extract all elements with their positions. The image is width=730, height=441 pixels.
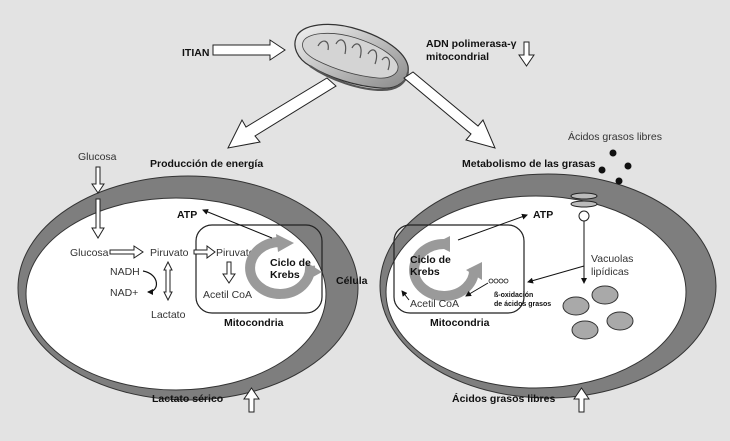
mitocondria-right-label: Mitocondria [430, 317, 490, 329]
krebs-left-line2: Krebs [270, 269, 300, 281]
krebs-left-line1: Ciclo de [270, 257, 311, 269]
itian-label: ITIAN [182, 47, 209, 59]
itian-arrow [212, 39, 286, 61]
acidos-increase-arrow-icon [573, 387, 590, 413]
right-mitochondrion-box [393, 224, 525, 314]
left-krebs-cycle [245, 234, 322, 299]
mitochondrion-illustration [294, 23, 409, 92]
atp-left-label: ATP [177, 209, 197, 221]
beta-ox-line1: ß-oxidación [494, 292, 533, 299]
beta-ox-chain [488, 278, 509, 284]
glucose-in-arrow-1 [91, 166, 105, 194]
piruvato-mito-label: Piruvato [216, 247, 255, 259]
nad-label: NAD+ [110, 287, 138, 299]
left-cell [17, 175, 359, 401]
arrow-to-fats [403, 71, 496, 149]
fats-title: Metabolismo de las grasas [462, 158, 596, 170]
acetil-coa-label: Acetil CoA [203, 289, 252, 301]
atp-right-label: ATP [533, 209, 553, 221]
acetil-coa-right-label: Acetil CoA [410, 298, 459, 310]
energy-title: Producción de energía [150, 158, 263, 170]
membrane-transporter [570, 192, 598, 222]
adn-polimerasa-label: ADN polimerasa-γ [426, 38, 517, 50]
piruvato-to-acetil-arrow [222, 261, 236, 284]
fatty-acid-dots [598, 149, 632, 185]
glucosa-outside-label: Glucosa [78, 151, 117, 163]
to-beta-ox-arrow [527, 265, 585, 284]
krebs-right-line2: Krebs [410, 266, 440, 278]
right-krebs-cycle [409, 236, 482, 301]
beta-ox-line2: de ácidos grasos [494, 301, 551, 308]
glucosa-label: Glucosa [70, 247, 109, 259]
lactato-increase-arrow-icon [243, 387, 260, 413]
vacuolas-line2: lipídicas [591, 266, 629, 278]
atp-left-arrow [202, 209, 273, 239]
adn-mitocondrial-label: mitocondrial [426, 51, 489, 63]
vacuolas-line1: Vacuolas [591, 253, 633, 265]
right-cell [379, 173, 717, 399]
piruvato-to-mito-arrow [193, 245, 216, 259]
left-mitochondrion-box [195, 224, 323, 314]
piruvato-label: Piruvato [150, 247, 189, 259]
krebs-right-line1: Ciclo de [410, 254, 451, 266]
glucosa-to-piruvato-arrow [109, 245, 144, 259]
lipid-vacuoles [562, 285, 634, 340]
nadh-label: NADH [110, 266, 140, 278]
celula-label: Célula [336, 275, 368, 287]
piruvato-lactato-double-arrow [163, 260, 173, 302]
lactato-serico-label: Lactato sérico [152, 393, 223, 405]
nadh-curve-arrow [142, 270, 157, 295]
lactato-label: Lactato [151, 309, 186, 321]
acidos-libres-top-label: Ácidos grasos libres [568, 130, 662, 143]
decrease-arrow-icon [518, 41, 535, 67]
arrow-to-energy [227, 77, 337, 149]
mitocondria-left-label: Mitocondria [224, 317, 284, 329]
beta-to-acetil-arrow [465, 282, 489, 297]
atp-right-arrow [457, 213, 528, 241]
acetil-to-krebs-arrow [401, 290, 410, 301]
glucose-in-arrow-2 [91, 198, 105, 239]
acidos-grasos-libres-bottom-label: Ácidos grasos libres [452, 392, 555, 405]
